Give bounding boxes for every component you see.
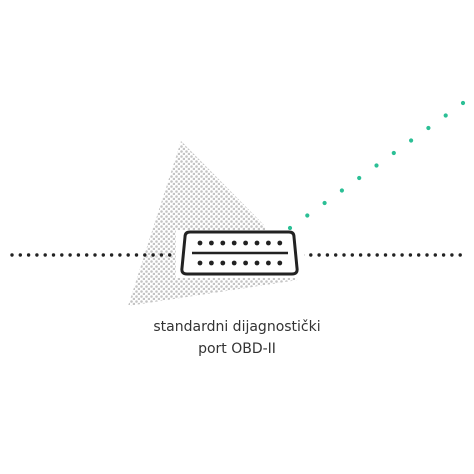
black-dot bbox=[143, 253, 147, 257]
black-dot bbox=[35, 253, 39, 257]
black-dot bbox=[400, 253, 404, 257]
teal-dot bbox=[391, 150, 396, 156]
connector-pin bbox=[209, 240, 214, 246]
black-dot bbox=[60, 253, 64, 257]
connector-pin bbox=[277, 240, 283, 246]
black-dot bbox=[51, 253, 56, 257]
teal-dot bbox=[460, 100, 466, 106]
teal-dot bbox=[443, 113, 448, 118]
connector-pin bbox=[220, 240, 226, 246]
connector-pin bbox=[197, 240, 203, 246]
black-dot bbox=[358, 253, 363, 257]
black-dot bbox=[383, 253, 388, 257]
halftone-triangle bbox=[128, 141, 298, 306]
teal-dot bbox=[339, 188, 344, 193]
black-dot bbox=[375, 253, 379, 257]
black-dot bbox=[433, 253, 437, 257]
black-dot bbox=[151, 253, 155, 257]
connector-pin bbox=[266, 260, 271, 266]
connector-pin bbox=[243, 240, 249, 246]
black-dot bbox=[118, 253, 122, 257]
black-dot bbox=[334, 253, 338, 257]
black-dot bbox=[134, 253, 139, 257]
black-dot bbox=[417, 253, 421, 257]
connector-pin bbox=[243, 260, 249, 266]
connector-pin bbox=[277, 260, 283, 266]
black-dot bbox=[168, 253, 172, 257]
black-dot bbox=[68, 253, 72, 257]
teal-dotted-signal-line bbox=[287, 100, 466, 231]
teal-dot bbox=[357, 175, 362, 181]
connector-pin bbox=[231, 240, 237, 246]
teal-dot bbox=[374, 163, 379, 168]
black-dot bbox=[342, 253, 346, 257]
black-dot bbox=[76, 253, 81, 257]
connector-pin bbox=[197, 260, 203, 266]
black-dot bbox=[26, 253, 31, 257]
black-dot bbox=[93, 253, 97, 257]
teal-dot bbox=[409, 138, 414, 143]
connector-pin bbox=[209, 260, 214, 266]
teal-dot bbox=[287, 225, 293, 231]
black-dot bbox=[109, 253, 114, 257]
black-dot bbox=[450, 253, 454, 257]
connector-pin bbox=[254, 240, 260, 246]
black-dot bbox=[441, 253, 446, 257]
connector-pin bbox=[231, 260, 237, 266]
connector-pins-bottom bbox=[197, 260, 283, 266]
black-dot bbox=[43, 253, 47, 257]
black-dot bbox=[325, 253, 330, 257]
obd-ii-connector-icon bbox=[180, 230, 299, 276]
black-dot bbox=[10, 253, 14, 257]
connector-pins-top bbox=[197, 240, 283, 246]
teal-dot bbox=[305, 213, 310, 218]
black-dot bbox=[367, 253, 371, 257]
caption-line-2: port OBD-II bbox=[198, 341, 276, 357]
caption: standardni dijagnostički port OBD-II bbox=[0, 316, 474, 360]
black-dot bbox=[317, 253, 321, 257]
black-dot bbox=[101, 253, 106, 257]
black-dot bbox=[85, 253, 89, 257]
black-dot bbox=[392, 253, 396, 257]
connector-pin bbox=[220, 260, 226, 266]
connector-pin bbox=[266, 240, 271, 246]
black-dot bbox=[18, 253, 22, 257]
black-dot bbox=[458, 253, 462, 257]
black-dot bbox=[425, 253, 429, 257]
black-dot bbox=[126, 253, 130, 257]
black-dot bbox=[309, 253, 313, 257]
black-dot bbox=[159, 253, 164, 257]
black-dot bbox=[350, 253, 354, 257]
connector-pin bbox=[254, 260, 260, 266]
horizontal-dotted-line bbox=[10, 253, 462, 257]
black-dot bbox=[408, 253, 413, 257]
teal-dot bbox=[322, 200, 327, 206]
teal-dot bbox=[426, 125, 431, 131]
caption-line-1: standardni dijagnostički bbox=[153, 319, 321, 335]
